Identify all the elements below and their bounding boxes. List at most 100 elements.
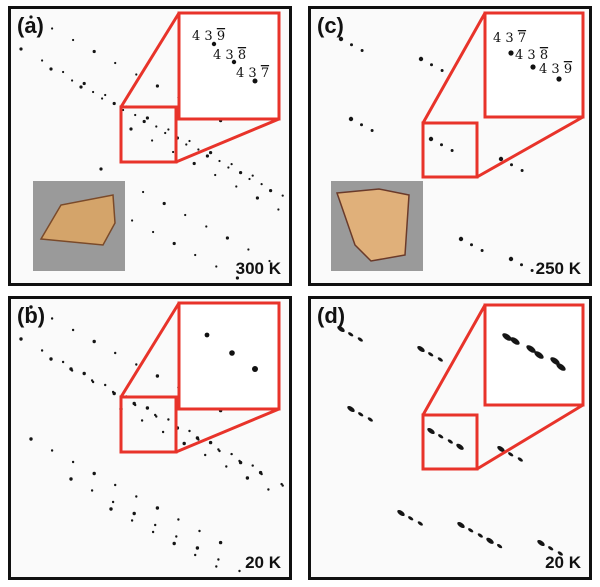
diffraction-spot — [480, 249, 484, 252]
diffraction-spot — [114, 61, 117, 65]
diffraction-spot — [135, 495, 138, 498]
diffraction-spot — [195, 436, 200, 440]
panel-a: 4 3 9 4 3 8 4 3 7 (a) 300 K — [8, 6, 292, 286]
diffraction-spot — [104, 93, 107, 97]
diffraction-spot — [239, 171, 243, 175]
diffraction-spot — [167, 418, 170, 421]
diffraction-spot — [188, 139, 191, 143]
diffraction-spot — [281, 194, 284, 197]
diffraction-spot — [520, 169, 524, 172]
diffraction-spot — [185, 143, 188, 146]
diffraction-spot — [51, 27, 54, 30]
diffraction-spot — [135, 363, 138, 366]
diffraction-spot — [408, 516, 414, 521]
diffraction-spot — [188, 429, 191, 433]
diffraction-spot — [135, 73, 138, 76]
diffraction-spot — [29, 15, 33, 19]
hkl-label-a-3: 4 3 7 — [236, 66, 269, 81]
diffraction-spot — [269, 189, 273, 193]
diffraction-spot — [184, 213, 187, 217]
diffraction-spot — [248, 177, 251, 181]
diffraction-spot — [370, 129, 374, 132]
diffraction-spot — [428, 352, 434, 357]
diffraction-spot — [238, 459, 241, 463]
diffraction-spot — [151, 530, 155, 534]
diffraction-spot — [477, 533, 483, 538]
diffraction-spot — [457, 521, 465, 529]
panel-b: (b) 20 K — [8, 296, 292, 580]
diffraction-spot — [192, 161, 196, 166]
diffraction-spot — [72, 38, 75, 42]
diffraction-spot — [172, 541, 176, 546]
diffraction-spot — [82, 81, 86, 86]
diffraction-spot — [338, 36, 344, 42]
diffraction-spot — [154, 413, 157, 417]
diffraction-spot — [112, 101, 116, 106]
diffraction-pattern-c: 4 3 7 4 3 8 4 3 9 — [331, 11, 585, 272]
diffraction-spot — [194, 553, 197, 557]
diffraction-spot — [49, 67, 53, 71]
diffraction-spot — [132, 401, 136, 406]
diffraction-spot — [468, 528, 474, 533]
diffraction-spot — [129, 127, 133, 131]
diffraction-spot — [357, 337, 363, 342]
diffraction-spot — [367, 417, 373, 422]
diffraction-spot — [450, 149, 454, 152]
diffraction-spot — [251, 464, 254, 467]
panel-label-d: (d) — [317, 303, 346, 328]
diffraction-spot — [497, 445, 505, 453]
diffraction-spot — [208, 440, 213, 445]
hkl-label-c-3: 4 3 9 — [539, 62, 572, 77]
hkl-label-a-2: 4 3 8 — [213, 48, 246, 63]
diffraction-spot — [508, 256, 514, 262]
diffraction-spot — [172, 150, 175, 154]
panel-label-b: (b) — [17, 303, 46, 328]
diffraction-spot — [205, 154, 209, 158]
panel-label-c: (c) — [317, 13, 344, 38]
diffraction-spot — [152, 230, 155, 234]
diffraction-spot — [92, 339, 96, 344]
diffraction-spot — [517, 457, 523, 462]
diffraction-spot — [40, 349, 44, 352]
diffraction-spot — [347, 405, 355, 413]
diffraction-spot — [62, 70, 65, 74]
diffraction-spot — [530, 269, 534, 272]
diffraction-spot — [251, 174, 254, 177]
diffraction-spot — [520, 263, 523, 267]
diffraction-spot — [214, 173, 217, 177]
diffraction-spot — [360, 49, 364, 52]
diffraction-spot — [486, 537, 494, 544]
diffraction-spot — [255, 196, 259, 200]
diffraction-spot — [458, 236, 464, 242]
diffraction-spot — [456, 443, 464, 450]
diffraction-spot — [155, 125, 158, 128]
diffraction-spot — [92, 90, 95, 94]
diffraction-spot — [194, 253, 197, 257]
diffraction-spot — [101, 97, 104, 100]
diffraction-spot — [49, 357, 53, 361]
diffraction-pattern-b — [19, 301, 284, 573]
diffraction-spot-zoom — [534, 351, 544, 359]
hkl-label-a-1: 4 3 9 — [192, 29, 225, 44]
zoom-region-d — [421, 413, 479, 471]
zoom-inset-b — [177, 301, 281, 411]
diffraction-spot — [111, 390, 115, 394]
diffraction-spot-zoom — [550, 357, 560, 365]
diffraction-spot — [267, 488, 270, 491]
diffraction-spot — [227, 166, 230, 169]
diffraction-spot — [230, 452, 233, 456]
diffraction-spot — [71, 79, 74, 82]
temperature-label-a: 300 K — [235, 259, 281, 278]
diffraction-spot — [215, 565, 218, 568]
diffraction-spot — [508, 452, 514, 457]
diffraction-spot — [145, 116, 149, 120]
diffraction-spot — [245, 476, 250, 480]
diffraction-spot — [132, 511, 136, 516]
diffraction-spot-zoom — [556, 363, 566, 371]
hkl-label-c-1: 4 3 7 — [493, 31, 526, 46]
diffraction-spot — [197, 148, 200, 151]
diffraction-spot — [122, 108, 125, 112]
diffraction-spot — [164, 131, 167, 135]
diffraction-spot — [417, 345, 425, 353]
diffraction-spot — [440, 143, 443, 147]
